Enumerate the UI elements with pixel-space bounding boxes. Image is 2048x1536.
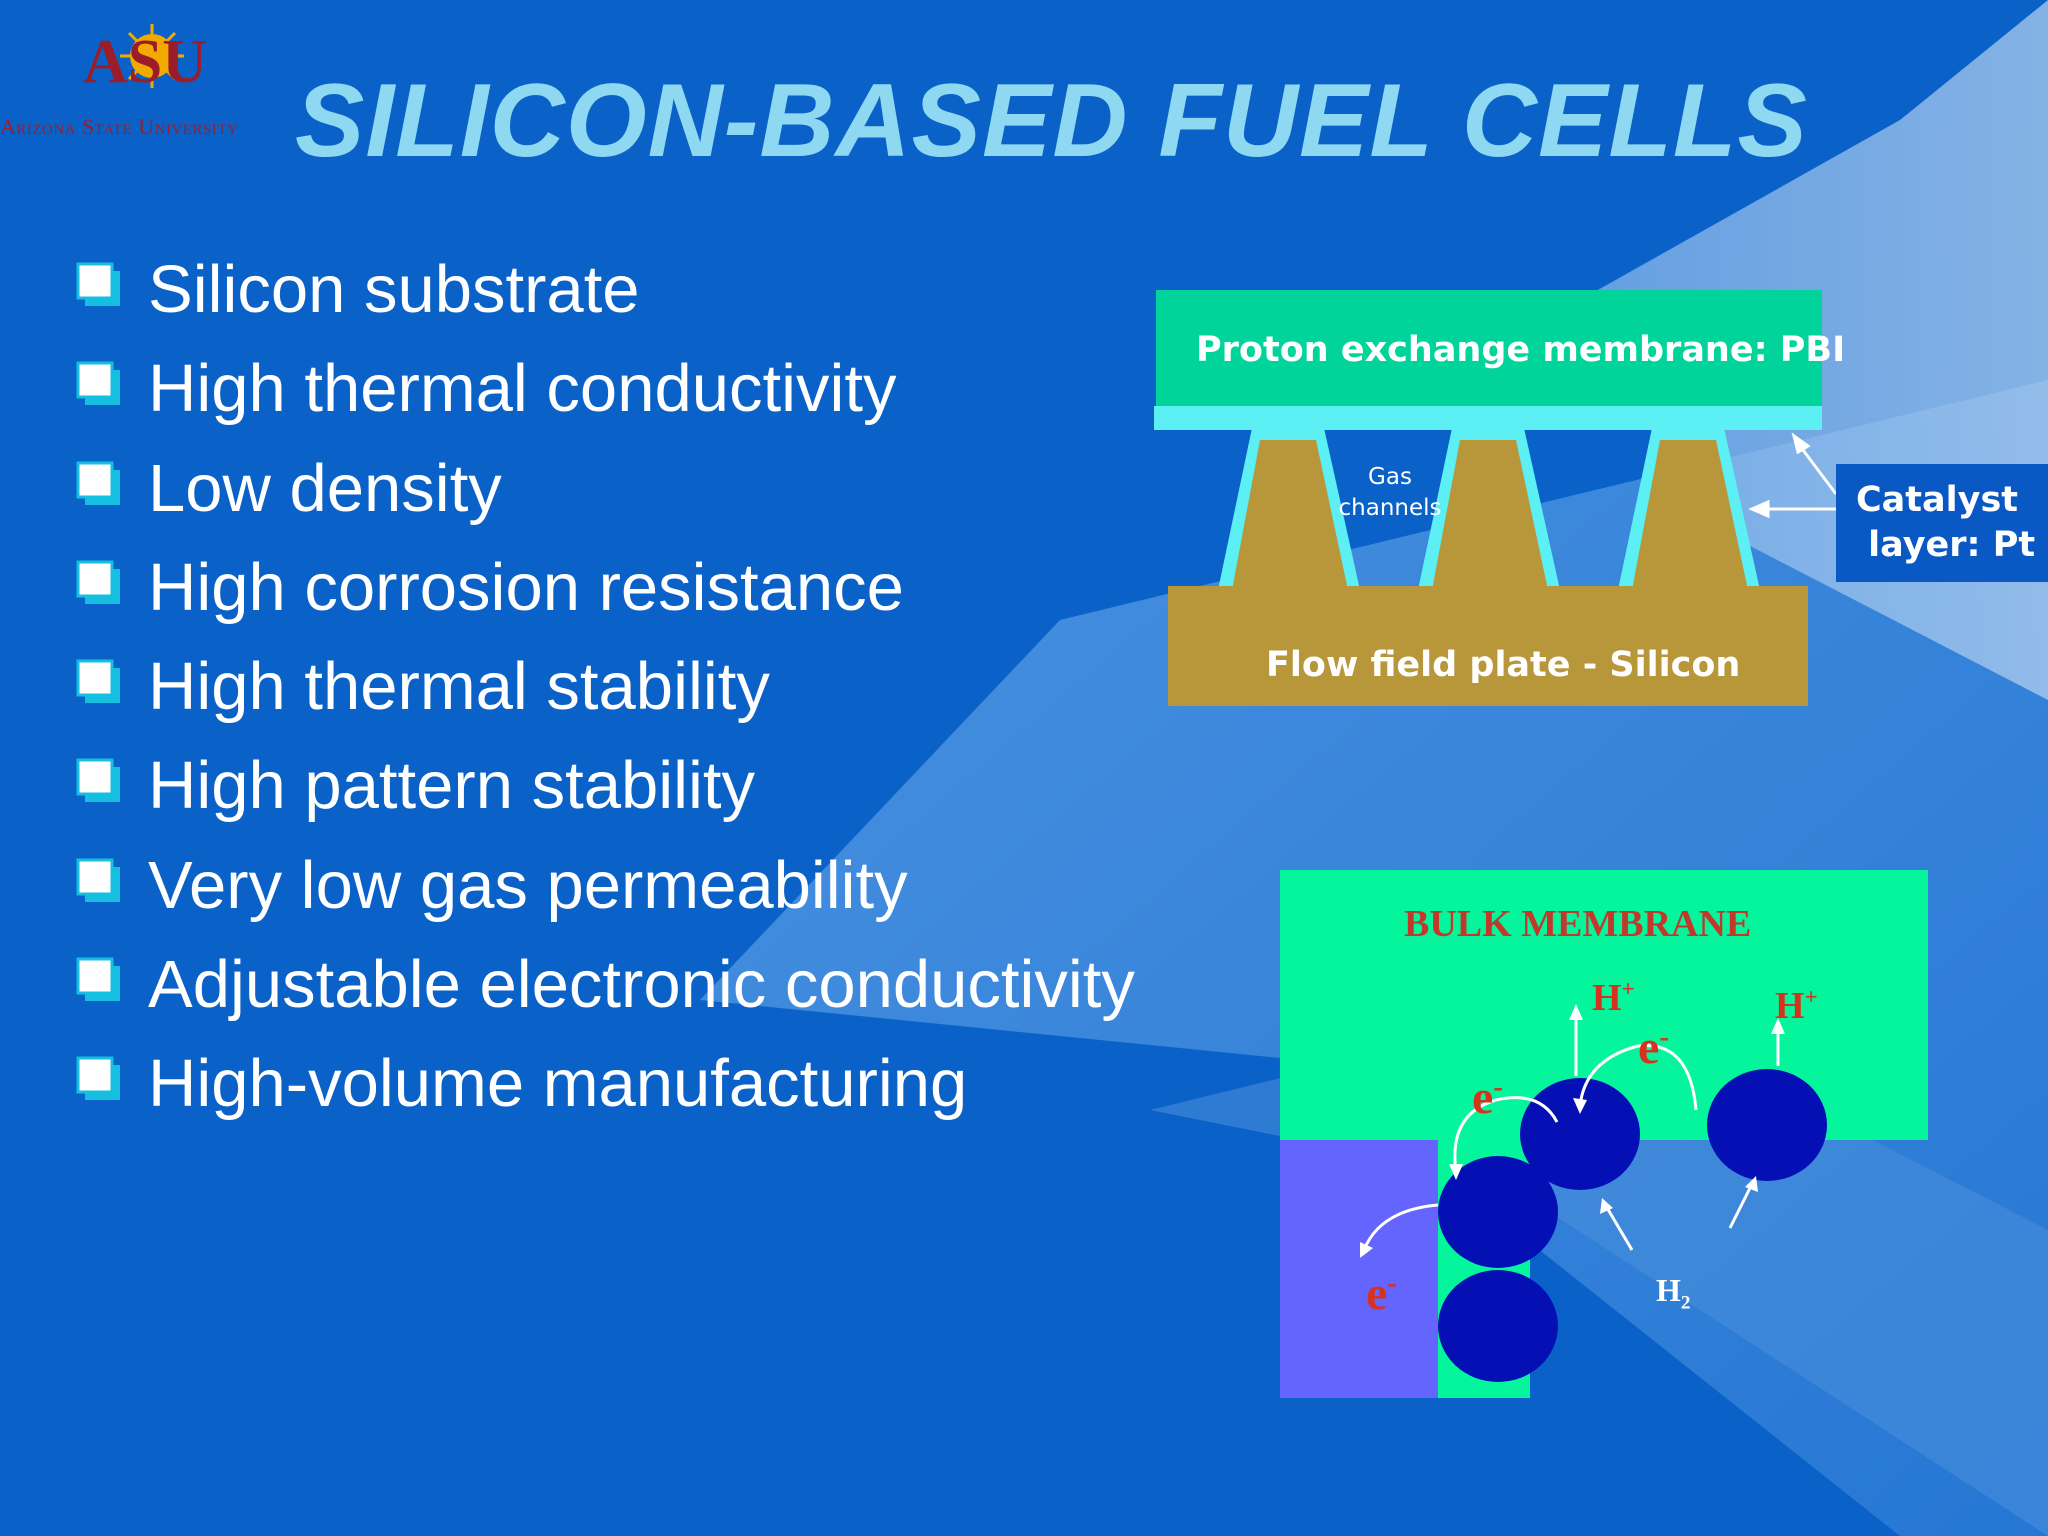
gas-label-line2: channels [1338,495,1442,521]
bullet-text: Very low gas permeability [148,847,908,923]
list-item: High thermal stability [76,647,1135,746]
list-item: Adjustable electronic conductivity [76,945,1135,1044]
checkbox-icon [76,262,122,308]
catalyst-particle [1707,1069,1827,1181]
flow-channel-ribs [1218,428,1760,590]
bullet-text: Low density [148,450,502,526]
logo-subtitle: Arizona State University [0,114,239,139]
list-item: Very low gas permeability [76,846,1135,945]
membrane-label: Proton exchange membrane: PBI [1196,330,1846,370]
bullet-text: High-volume manufacturing [148,1046,968,1122]
gas-channels-label: Gas channels [1330,462,1450,524]
electron-label: e- [1638,1021,1669,1074]
checkbox-icon [76,659,122,705]
electrode-block [1280,1140,1438,1398]
electron-label: e- [1472,1071,1503,1124]
bullet-text: High thermal stability [148,649,770,725]
bullet-text: High pattern stability [148,748,756,824]
checkbox-icon [76,858,122,904]
logo-wordmark: ASU [83,28,207,92]
reaction-arrows [1362,1012,1780,1251]
bullet-text: Silicon substrate [148,252,640,327]
bullet-text: High corrosion resistance [148,549,904,625]
list-item: High-volume manufacturing [76,1044,1135,1143]
checkbox-icon [76,758,122,804]
proton-label: H+ [1775,984,1818,1027]
membrane-layer [1156,290,1822,406]
asu-logo-mark: ASU [83,24,207,92]
catalyst-label: Catalyst layer: Pt [1856,480,2036,565]
list-item: Silicon substrate [76,250,1135,349]
flow-plate-label: Flow field plate - Silicon [1266,645,1741,685]
catalyst-particle [1438,1270,1558,1382]
list-item: High thermal conductivity [76,349,1135,448]
catalyst-arrows [1748,432,1838,519]
hydrogen-label: H2 [1656,1272,1691,1314]
catalyst-particle [1520,1078,1640,1190]
bulk-membrane-title: BULK MEMBRANE [1404,903,1752,945]
checkbox-icon [76,560,122,606]
checkbox-icon [76,957,122,1003]
checkbox-icon [76,461,122,507]
list-item: High corrosion resistance [76,548,1135,647]
reaction-arrowheads [1360,1004,1785,1258]
flow-field-plate [1168,586,1808,706]
catalyst-layer [1154,406,1822,430]
gas-label-line1: Gas [1368,464,1412,490]
list-item: Low density [76,449,1135,548]
catalyst-particle [1438,1156,1558,1268]
electron-label: e- [1366,1267,1397,1320]
checkbox-icon [76,361,122,407]
catalyst-callout: Catalyst layer: Pt [1836,464,2048,582]
bullet-text: Adjustable electronic conductivity [148,947,1135,1023]
checkbox-icon [76,1056,122,1102]
bullet-list: Silicon substrate High thermal conductiv… [76,250,1135,1144]
proton-label: H+ [1592,976,1635,1019]
slide-title: SILICON-BASED FUEL CELLS [295,63,1808,179]
list-item: High pattern stability [76,746,1135,845]
bullet-text: High thermal conductivity [148,351,897,427]
